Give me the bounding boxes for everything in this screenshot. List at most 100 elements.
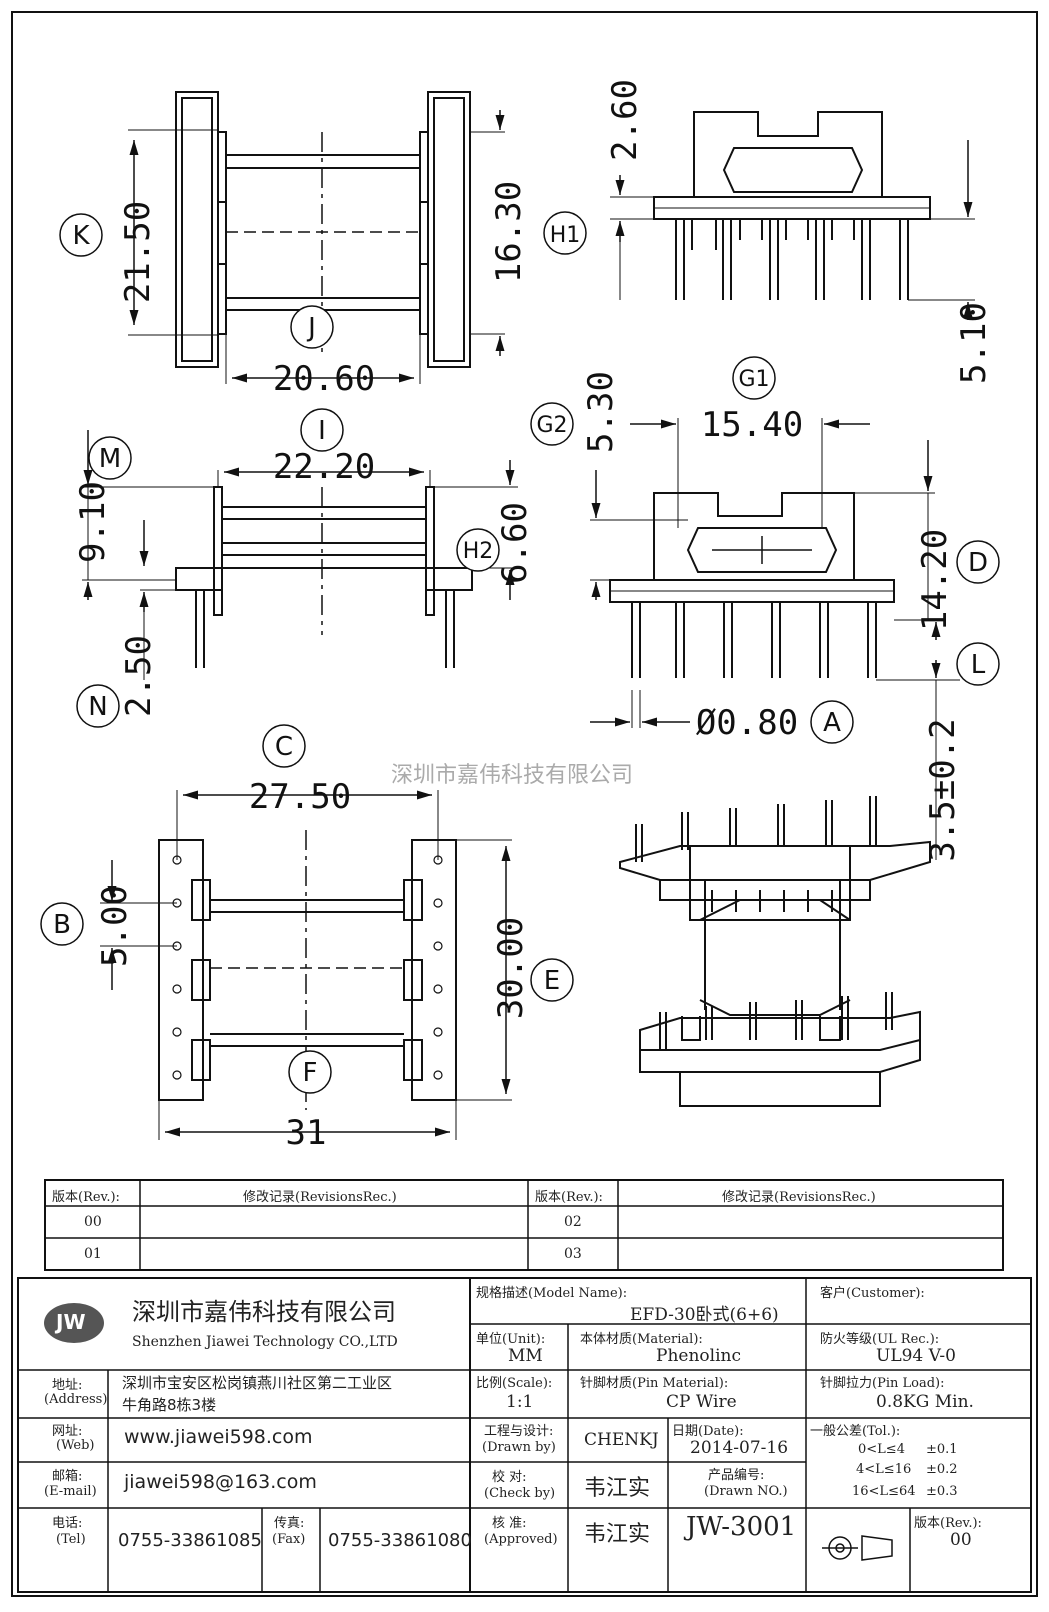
tol-value-3: ±0.3 — [926, 1484, 958, 1499]
label-a: A — [823, 708, 841, 738]
rev-header-2: 版本(Rev.): — [535, 1190, 603, 1205]
dim-2150: 21.50 — [118, 201, 158, 303]
rev-header-1: 版本(Rev.): — [52, 1190, 120, 1205]
approve-value: 韦江实 — [584, 1522, 651, 1547]
drawn-value: CHENKJ — [584, 1430, 659, 1450]
scale-value: 1:1 — [506, 1392, 534, 1412]
check-value: 韦江实 — [584, 1476, 651, 1501]
email-link[interactable]: jiawei598@163.com — [124, 1471, 317, 1493]
label-j-circle — [290, 305, 334, 349]
dim-2060: 20.60 — [273, 359, 375, 399]
watermark: 深圳市嘉伟科技有限公司 — [391, 763, 633, 788]
web-label: 网址: — [52, 1424, 83, 1439]
rev-row-03: 03 — [564, 1246, 582, 1262]
rev-label: 版本(Rev.): — [914, 1516, 982, 1531]
customer-label: 客户(Customer): — [820, 1286, 925, 1301]
address-line2: 牛角路8栋3楼 — [122, 1396, 217, 1414]
label-i: I — [318, 416, 326, 446]
drawing-no-label: 产品编号: — [708, 1468, 765, 1483]
view-isometric — [619, 796, 931, 1107]
label-k-circle — [59, 213, 103, 257]
rev-value: 00 — [950, 1530, 972, 1550]
unit-label: 单位(Unit): — [476, 1332, 546, 1347]
view-side-2 — [590, 418, 960, 860]
scale-label: 比例(Scale): — [476, 1376, 553, 1391]
dim-31: 31 — [286, 1113, 327, 1153]
projection-symbol — [822, 1535, 893, 1561]
approve-label: 核 准: — [492, 1516, 527, 1531]
label-f: F — [303, 1058, 318, 1088]
rec-header-1: 修改记录(RevisionsRec.) — [243, 1190, 397, 1205]
rec-header-2: 修改记录(RevisionsRec.) — [722, 1190, 876, 1205]
rev-row-00: 00 — [84, 1214, 102, 1230]
dim-2220: 22.20 — [273, 447, 375, 487]
pin-material-label: 针脚材质(Pin Material): — [580, 1376, 729, 1391]
tol-value-2: ±0.2 — [926, 1462, 958, 1477]
view-end — [82, 430, 518, 680]
tel-number: 0755-33861085 — [118, 1530, 262, 1551]
logo-badge — [44, 1303, 104, 1343]
dim-910: 9.10 — [73, 481, 113, 563]
tol-range-3: 16<L≤64 — [852, 1484, 916, 1499]
label-j: J — [306, 313, 316, 343]
label-h1-circle — [543, 211, 587, 255]
fax-label: 传真: — [274, 1516, 305, 1531]
dim-35: 3.5±0.2 — [923, 718, 963, 861]
model-value: EFD-30卧式(6+6) — [630, 1305, 779, 1325]
drawn-label-en: (Drawn by) — [482, 1440, 556, 1455]
tol-label: 一般公差(Tol.): — [810, 1424, 901, 1439]
label-b: B — [53, 910, 71, 940]
label-h1: H1 — [550, 223, 581, 248]
material-value: Phenolinc — [656, 1346, 741, 1366]
rev-row-02: 02 — [564, 1214, 582, 1230]
company-name-en: Shenzhen Jiawei Technology CO.,LTD — [132, 1334, 398, 1350]
dim-1540: 15.40 — [701, 405, 803, 445]
tel-label-en: (Tel) — [56, 1532, 86, 1547]
rev-row-01: 01 — [84, 1246, 102, 1262]
approve-label-en: (Approved) — [484, 1532, 558, 1547]
dim-1420: 14.20 — [915, 529, 955, 631]
view-top — [100, 790, 512, 1140]
tel-label: 电话: — [52, 1516, 83, 1531]
date-label: 日期(Date): — [672, 1424, 744, 1439]
tol-range-2: 4<L≤16 — [856, 1462, 912, 1477]
dim-500: 5.00 — [95, 885, 135, 967]
dim-530: 5.30 — [581, 371, 621, 453]
label-d: D — [968, 548, 988, 578]
address-label-en: (Address) — [44, 1392, 108, 1407]
view-side — [610, 111, 975, 320]
material-label: 本体材质(Material): — [580, 1332, 703, 1347]
label-h2: H2 — [463, 539, 494, 564]
dim-660: 6.60 — [495, 502, 535, 584]
website-link[interactable]: www.jiawei598.com — [124, 1426, 313, 1448]
address-line1: 深圳市宝安区松岗镇燕川社区第二工业区 — [122, 1374, 393, 1392]
fax-number: 0755-33861080 — [328, 1530, 472, 1551]
tol-range-1: 0<L≤4 — [858, 1442, 905, 1457]
model-label: 规格描述(Model Name): — [476, 1286, 628, 1301]
dim-1630: 16.30 — [489, 181, 529, 283]
date-value: 2014-07-16 — [690, 1438, 789, 1458]
view-front — [128, 91, 505, 384]
drawing-no-label-en: (Drawn NO.) — [704, 1484, 788, 1499]
drawn-label: 工程与设计: — [484, 1424, 554, 1439]
pin-load-label: 针脚拉力(Pin Load): — [820, 1376, 945, 1391]
address-label: 地址: — [52, 1378, 83, 1393]
dim-250: 2.50 — [119, 635, 159, 717]
drawing-number: JW-3001 — [686, 1512, 797, 1542]
unit-value: MM — [508, 1346, 543, 1366]
dim-080: Ø0.80 — [696, 703, 798, 743]
check-label: 校 对: — [492, 1470, 527, 1485]
label-g2: G2 — [536, 413, 567, 438]
dim-3000: 30.00 — [491, 917, 531, 1019]
check-label-en: (Check by) — [484, 1486, 556, 1501]
logo-text: JW — [56, 1310, 86, 1334]
web-label-en: (Web) — [56, 1438, 95, 1453]
dim-510: 5.10 — [954, 302, 994, 384]
company-name-cn: 深圳市嘉伟科技有限公司 — [132, 1298, 396, 1326]
dim-2750: 27.50 — [249, 777, 351, 817]
tol-value-1: ±0.1 — [926, 1442, 958, 1457]
label-g1: G1 — [738, 367, 769, 392]
